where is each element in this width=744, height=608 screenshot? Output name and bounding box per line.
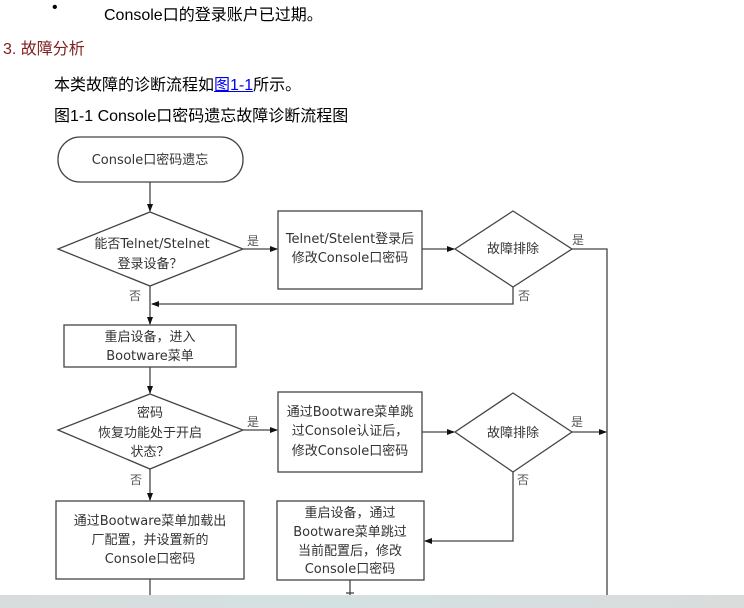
decision3-line3: 状态？	[130, 445, 169, 460]
paragraph-prefix: 本类故障的诊断流程如	[54, 77, 215, 94]
process3-line1: 通过Bootware菜单跳	[287, 405, 414, 420]
yes-label: 是	[247, 234, 259, 248]
bullet-item: • Console口的登录账户已过期。	[0, 0, 744, 24]
yes-label: 是	[247, 415, 259, 429]
no-label: 否	[130, 473, 142, 487]
bullet-text: Console口的登录账户已过期。	[104, 7, 323, 24]
no-label: 否	[518, 289, 530, 303]
decision3-line1: 密码	[137, 405, 163, 421]
decision1-line2: 登录设备？	[117, 256, 182, 272]
bullet-marker: •	[52, 0, 58, 16]
paragraph: 本类故障的诊断流程如图1-1所示。	[54, 71, 301, 95]
process4-line3: Console口密码	[105, 551, 196, 567]
no-label: 否	[517, 473, 529, 487]
connector	[424, 472, 514, 544]
process-telnet-modify	[277, 210, 423, 290]
process2-line1: 重启设备，进入	[104, 329, 195, 345]
process-factory-config	[55, 500, 245, 580]
decision1-line1: 能否Telnet/Stelnet	[94, 237, 209, 252]
process5-line2: Bootware菜单跳过	[293, 525, 407, 540]
process5-line4: Console口密码	[305, 561, 396, 577]
yes-label: 是	[571, 415, 583, 429]
process-skip-auth	[277, 391, 423, 473]
process1-line1: Telnet/Stelent登录后	[285, 232, 414, 247]
start-label: Console口密码遗忘	[92, 152, 209, 168]
bottom-panel-edge	[0, 595, 744, 608]
connector	[572, 248, 608, 595]
process5-line3: 当前配置后，修改	[298, 543, 402, 559]
decision4-label: 故障排除	[487, 426, 539, 441]
process4-line2: 厂配置，并设置新的	[91, 532, 208, 548]
connector	[151, 287, 514, 307]
section-heading: 3. 故障分析	[3, 41, 85, 58]
process3-line3: 修改Console口密码	[292, 443, 409, 459]
figure-caption: 图1-1 Console口密码遗忘故障诊断流程图	[54, 108, 349, 125]
process2-line2: Bootware菜单	[106, 349, 194, 364]
paragraph-suffix: 所示。	[253, 77, 302, 94]
yes-label: 是	[572, 233, 584, 247]
process1-line2: 修改Console口密码	[292, 250, 409, 266]
process3-line2: 过Console认证后，	[292, 424, 409, 439]
figure-link[interactable]: 图1-1	[214, 77, 254, 94]
process5-line1: 重启设备，通过	[304, 505, 395, 521]
no-label: 否	[129, 289, 141, 303]
decision3-line2: 恢复功能处于开启	[98, 426, 202, 441]
decision2-label: 故障排除	[487, 242, 539, 257]
process4-line1: 通过Bootware菜单加载出	[74, 514, 227, 529]
